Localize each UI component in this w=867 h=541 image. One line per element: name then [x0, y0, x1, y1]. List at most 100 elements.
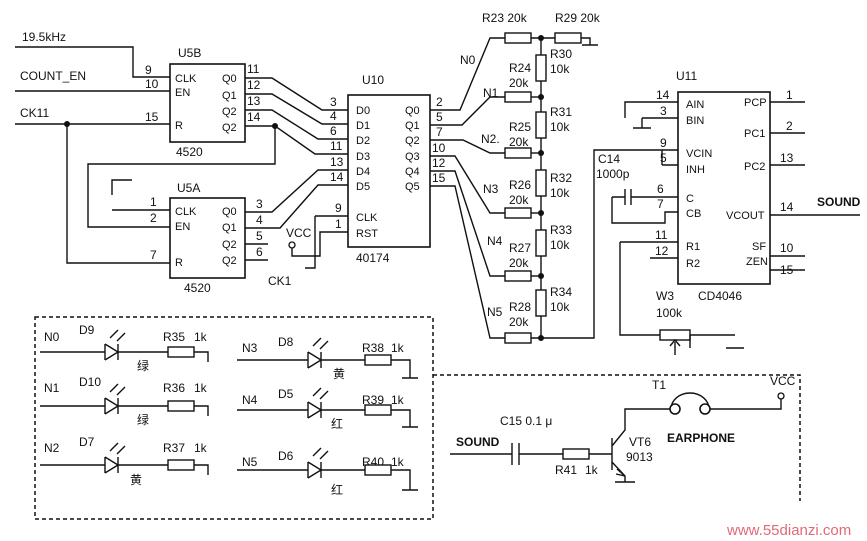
svg-text:N4: N4	[242, 393, 258, 407]
net-n3: N3	[483, 182, 499, 196]
svg-text:VCIN: VCIN	[686, 148, 712, 160]
svg-text:R27: R27	[509, 241, 531, 255]
svg-text:7: 7	[150, 248, 157, 262]
svg-text:N2: N2	[44, 441, 60, 455]
u11-ref: U11	[676, 69, 697, 83]
svg-text:SF: SF	[752, 241, 766, 253]
svg-text:Q2: Q2	[222, 255, 237, 267]
svg-text:1k: 1k	[194, 441, 208, 455]
u5b-to-u10-wires: 11 3 12 4 13 6 14 11	[87, 62, 348, 228]
label-ck1: CK1	[268, 274, 292, 288]
r35	[167, 346, 195, 358]
svg-text:9: 9	[145, 63, 152, 77]
net-n4: N4	[487, 234, 503, 248]
u5b-part: 4520	[176, 145, 203, 159]
r29-label: R29 20k	[555, 11, 601, 25]
svg-text:R28: R28	[509, 300, 531, 314]
u10-ref: U10	[362, 73, 384, 87]
svg-text:RST: RST	[356, 228, 378, 240]
svg-text:12: 12	[655, 244, 669, 258]
svg-text:R31: R31	[550, 105, 572, 119]
svg-text:1: 1	[786, 88, 793, 102]
svg-text:R36: R36	[163, 381, 185, 395]
svg-text:5: 5	[256, 229, 263, 243]
svg-text:R37: R37	[163, 441, 185, 455]
svg-text:黄: 黄	[130, 473, 142, 487]
svg-text:Q1: Q1	[405, 120, 420, 132]
svg-text:D5: D5	[278, 387, 294, 401]
svg-text:Q4: Q4	[405, 166, 420, 178]
svg-text:Q1: Q1	[222, 222, 237, 234]
svg-text:INH: INH	[686, 164, 705, 176]
u11-wires: 14 3 9 5 C14 1000p 6 7 11 12 W3 100k 1 2…	[596, 88, 861, 355]
r25	[504, 147, 532, 159]
r29	[554, 32, 582, 44]
net-n2: N2.	[481, 132, 500, 146]
svg-text:20k: 20k	[509, 193, 529, 207]
t1-label: T1	[652, 378, 666, 392]
svg-text:1k: 1k	[194, 381, 208, 395]
svg-text:D2: D2	[356, 135, 370, 147]
label-freq: 19.5kHz	[22, 30, 66, 44]
vt6-value: 9013	[626, 450, 653, 464]
led-n2: N2 D7 黄 R37 1k	[40, 435, 209, 487]
input-wires: 19.5kHz 9 COUNT_EN 10 CK11 15 7	[15, 30, 170, 264]
u5a-part: 4520	[184, 281, 211, 295]
svg-text:1k: 1k	[391, 455, 405, 469]
label-sound-out: SOUND	[817, 195, 861, 209]
svg-text:Q2: Q2	[222, 122, 237, 134]
svg-text:Q0: Q0	[222, 73, 237, 85]
svg-text:红: 红	[331, 482, 343, 497]
svg-text:14: 14	[247, 110, 261, 124]
svg-text:1k: 1k	[194, 330, 208, 344]
svg-text:1k: 1k	[391, 341, 405, 355]
svg-text:11: 11	[655, 228, 668, 242]
svg-text:R32: R32	[550, 171, 572, 185]
svg-text:Q0: Q0	[222, 206, 237, 218]
svg-text:1: 1	[150, 195, 157, 209]
svg-text:6: 6	[256, 245, 263, 259]
svg-text:Q3: Q3	[405, 151, 420, 163]
svg-text:D1: D1	[356, 120, 370, 132]
svg-text:绿: 绿	[137, 358, 149, 373]
svg-text:黄: 黄	[333, 367, 345, 381]
svg-text:15: 15	[432, 171, 446, 185]
r41	[562, 448, 590, 460]
u5a-ref: U5A	[177, 181, 200, 195]
c14-name: C14	[598, 152, 620, 166]
svg-text:10: 10	[145, 77, 159, 91]
svg-text:EN: EN	[175, 221, 190, 233]
svg-text:C: C	[686, 193, 694, 205]
svg-text:10k: 10k	[550, 238, 570, 252]
svg-text:R26: R26	[509, 178, 531, 192]
r26	[504, 207, 532, 219]
svg-text:R24: R24	[509, 61, 531, 75]
label-ck11: CK11	[20, 106, 49, 120]
r40	[364, 464, 392, 476]
svg-text:R38: R38	[362, 341, 384, 355]
label-sound-in: SOUND	[456, 435, 500, 449]
svg-text:5: 5	[436, 110, 443, 124]
svg-text:R35: R35	[163, 330, 185, 344]
r30	[535, 54, 547, 82]
svg-text:R39: R39	[362, 393, 384, 407]
c15-label: C15 0.1 μ	[500, 414, 552, 428]
svg-text:20k: 20k	[509, 135, 529, 149]
w3	[659, 329, 691, 341]
svg-text:R: R	[175, 120, 183, 132]
svg-text:EN: EN	[175, 87, 190, 99]
svg-text:10: 10	[780, 241, 794, 255]
svg-text:20k: 20k	[509, 256, 529, 270]
svg-text:10k: 10k	[550, 120, 570, 134]
svg-text:D5: D5	[356, 181, 370, 193]
led-n4: N4 D5 红 R39 1k	[237, 387, 418, 431]
svg-text:14: 14	[780, 200, 794, 214]
earphone-driver: T1 VCC EARPHONE C15 0.1 μ SOUND R41 1k V…	[433, 374, 801, 501]
u11-part: CD4046	[698, 289, 742, 303]
svg-text:11: 11	[247, 62, 260, 76]
svg-text:7: 7	[657, 197, 664, 211]
svg-text:CLK: CLK	[175, 73, 197, 85]
svg-text:CB: CB	[686, 208, 701, 220]
led-panel	[34, 316, 434, 520]
